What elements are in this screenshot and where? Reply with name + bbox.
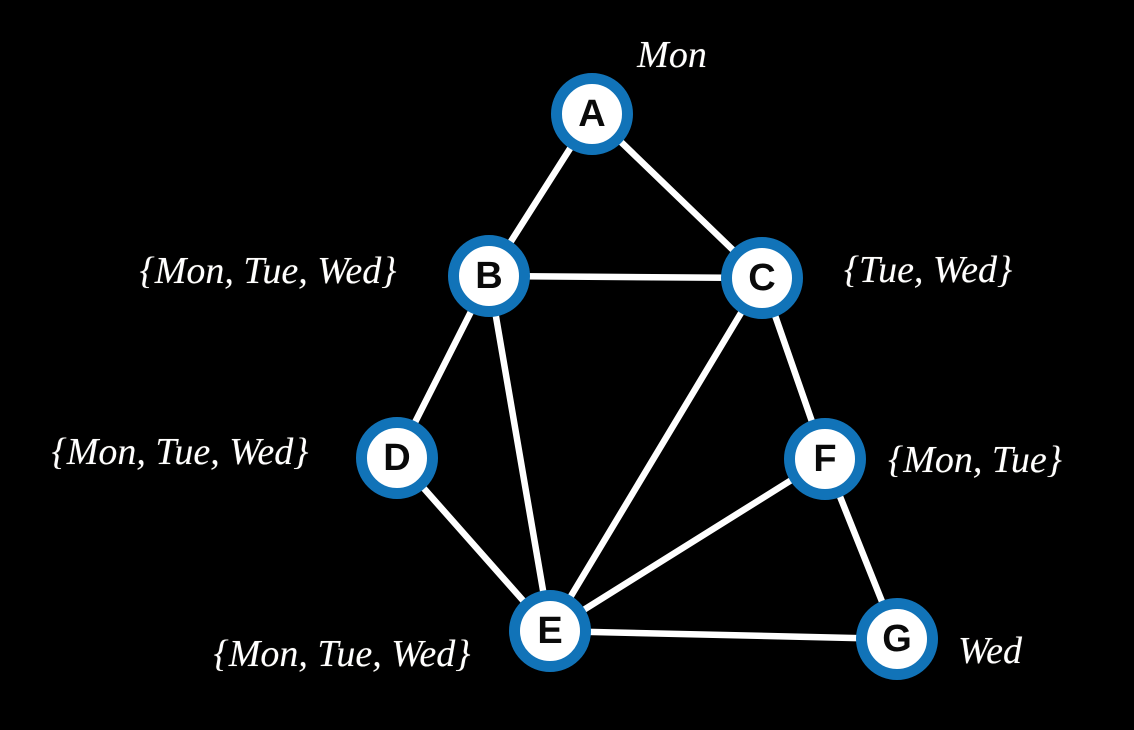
node-A-domain-label: Mon	[637, 34, 707, 77]
node-F-domain-label: {Mon, Tue}	[888, 439, 1062, 482]
node-D-letter: D	[383, 437, 411, 479]
node-D-domain-label: {Mon, Tue, Wed}	[51, 431, 309, 474]
node-A: A	[551, 73, 633, 155]
edge-B-C	[485, 272, 766, 282]
node-A-letter: A	[578, 93, 606, 135]
edge-B-E	[485, 272, 554, 635]
node-C-domain-label: {Tue, Wed}	[843, 249, 1013, 292]
node-C-letter: C	[748, 257, 776, 299]
node-E: E	[509, 590, 591, 672]
node-F: F	[784, 418, 866, 500]
node-G-letter: G	[882, 618, 912, 660]
node-E-domain-label: {Mon, Tue, Wed}	[213, 633, 471, 676]
node-C: C	[721, 237, 803, 319]
node-E-letter: E	[537, 610, 563, 652]
edge-E-F	[546, 455, 829, 635]
node-B: B	[448, 235, 530, 317]
node-G-domain-label: Wed	[957, 630, 1023, 673]
node-B-letter: B	[475, 255, 503, 297]
node-D: D	[356, 417, 438, 499]
node-F-letter: F	[813, 438, 837, 480]
edge-C-E	[546, 274, 766, 635]
node-B-domain-label: {Mon, Tue, Wed}	[139, 250, 397, 293]
node-G: G	[856, 598, 938, 680]
edge-E-G	[546, 627, 901, 643]
